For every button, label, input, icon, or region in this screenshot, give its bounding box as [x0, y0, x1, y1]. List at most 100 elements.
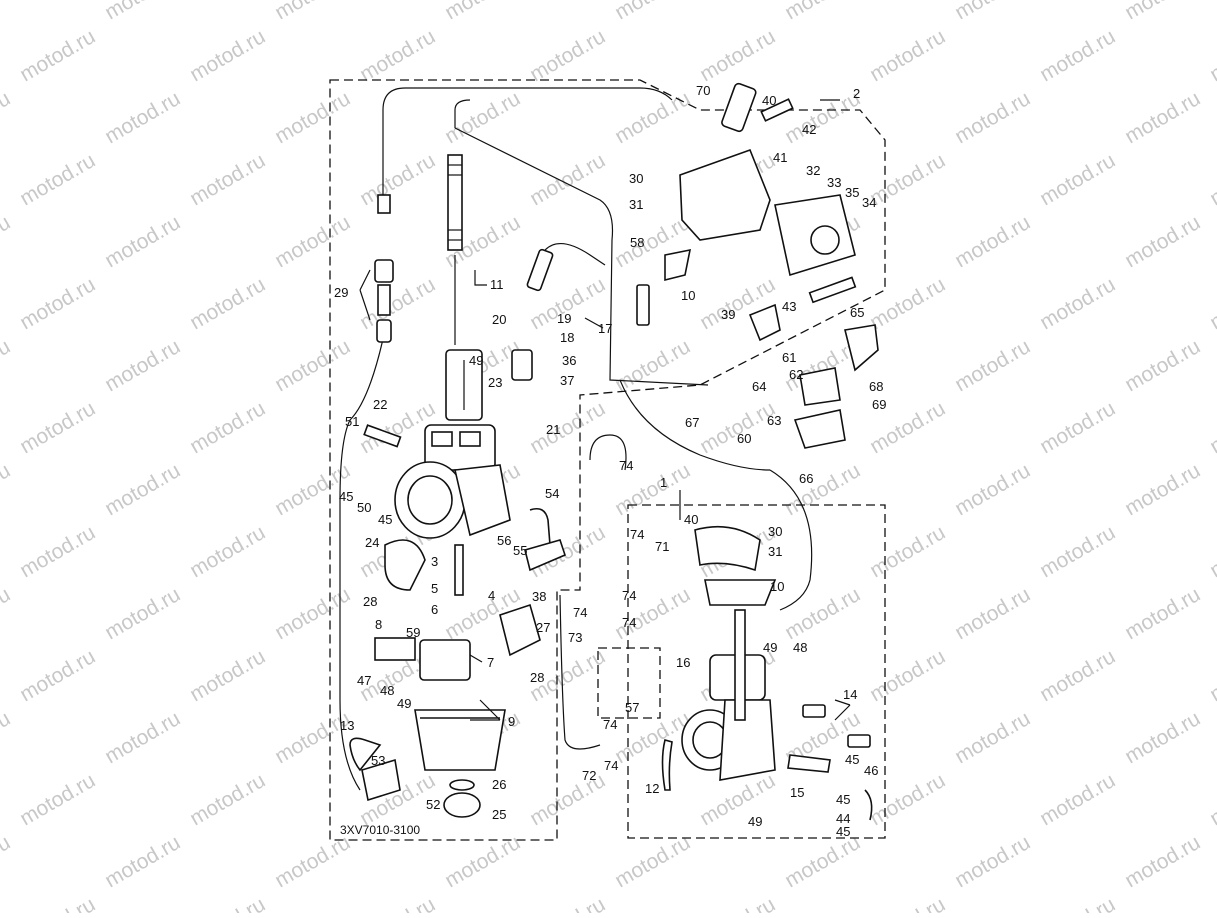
callout-13: 13: [340, 718, 354, 733]
callout-36: 36: [562, 353, 576, 368]
callout-74-c: 74: [573, 605, 587, 620]
diagram-code: 3XV7010-3100: [340, 823, 420, 837]
cable-guide-70: [721, 82, 757, 133]
diaphragm-33: [810, 225, 840, 255]
watermark-text: motod.ru: [186, 521, 269, 582]
callout-25: 25: [492, 807, 506, 822]
callout-40-right: 40: [684, 512, 698, 527]
watermark-text: motod.ru: [866, 149, 949, 210]
watermark-text: motod.ru: [951, 583, 1034, 644]
watermark-text: motod.ru: [16, 149, 99, 210]
watermark-text: motod.ru: [101, 831, 184, 892]
watermark-text: motod.ru: [781, 0, 864, 24]
callout-62: 62: [789, 367, 803, 382]
watermark-text: motod.ru: [101, 211, 184, 272]
callout-49-b: 49: [397, 696, 411, 711]
watermark-text: motod.ru: [951, 459, 1034, 520]
throttle-cable: [382, 87, 673, 200]
callout-52: 52: [426, 797, 440, 812]
callout-49-d: 49: [748, 814, 762, 829]
plug-14b: [802, 704, 826, 718]
callout-55: 55: [513, 543, 527, 558]
callout-34: 34: [862, 195, 876, 210]
callout-6: 6: [431, 602, 438, 617]
callout-30-top: 30: [629, 171, 643, 186]
adjuster-screw: [377, 284, 391, 316]
callout-38: 38: [532, 589, 546, 604]
watermark-text: motod.ru: [271, 211, 354, 272]
callout-72: 72: [582, 768, 596, 783]
callout-35: 35: [845, 185, 859, 200]
watermark-text: motod.ru: [1121, 211, 1204, 272]
hose-12: [661, 739, 673, 791]
watermark-text: motod.ru: [0, 87, 14, 148]
callout-31-top: 31: [629, 197, 643, 212]
watermark-text: motod.ru: [16, 893, 99, 913]
carb-top-port-2: [459, 431, 481, 447]
cable-sleeve: [447, 154, 463, 251]
watermark-text: motod.ru: [186, 397, 269, 458]
callout-57: 57: [625, 700, 639, 715]
watermark-text: motod.ru: [1036, 273, 1119, 334]
callout-9: 9: [508, 714, 515, 729]
callout-7: 7: [487, 655, 494, 670]
callout-45-a: 45: [339, 489, 353, 504]
hose-13: [349, 737, 382, 772]
callout-32: 32: [806, 163, 820, 178]
watermark-text: motod.ru: [526, 25, 609, 86]
callout-2: 2: [853, 86, 860, 101]
callout-16: 16: [676, 655, 690, 670]
watermark-text: motod.ru: [441, 0, 524, 24]
overflow-hose: [589, 434, 627, 471]
callout-21: 21: [546, 422, 560, 437]
drain-plug: [443, 792, 481, 818]
sensor-65: [844, 324, 879, 372]
callout-33: 33: [827, 175, 841, 190]
callout-23: 23: [488, 375, 502, 390]
watermark-text: motod.ru: [101, 459, 184, 520]
screw-38: [524, 539, 566, 572]
watermark-text: motod.ru: [356, 273, 439, 334]
watermark-text: motod.ru: [1206, 893, 1217, 913]
sensor-lead: [619, 379, 771, 471]
callout-45-b: 45: [378, 512, 392, 527]
watermark-text: motod.ru: [16, 273, 99, 334]
callout-15: 15: [790, 785, 804, 800]
callout-28-left: 28: [363, 594, 377, 609]
callout-5: 5: [431, 581, 438, 596]
callout-45-d: 45: [836, 792, 850, 807]
callout-60: 60: [737, 431, 751, 446]
watermark-text: motod.ru: [1121, 831, 1204, 892]
watermark-text: motod.ru: [356, 893, 439, 913]
hose-54: [529, 507, 551, 546]
callout-69: 69: [872, 397, 886, 412]
watermark-text: motod.ru: [866, 769, 949, 830]
callout-42: 42: [802, 122, 816, 137]
watermark-text: motod.ru: [0, 583, 14, 644]
watermark-text: motod.ru: [16, 397, 99, 458]
watermark-text: motod.ru: [356, 25, 439, 86]
callout-74-e: 74: [622, 615, 636, 630]
callout-26: 26: [492, 777, 506, 792]
callout-12: 12: [645, 781, 659, 796]
callout-8: 8: [375, 617, 382, 632]
callout-19: 19: [557, 311, 571, 326]
watermark-text: motod.ru: [16, 521, 99, 582]
watermark-text: motod.ru: [951, 0, 1034, 24]
carburetor-body-left: [349, 154, 606, 818]
watermark-text: motod.ru: [1206, 25, 1217, 86]
callout-18: 18: [560, 330, 574, 345]
callout-45-c: 45: [845, 752, 859, 767]
plug-14: [847, 734, 871, 748]
watermark-text: motod.ru: [186, 769, 269, 830]
watermark-text: motod.ru: [696, 769, 779, 830]
hose-51: [363, 424, 402, 448]
watermark-text: motod.ru: [611, 831, 694, 892]
callout-56: 56: [497, 533, 511, 548]
watermark-text: motod.ru: [271, 335, 354, 396]
bowl-o-ring: [449, 779, 475, 791]
callout-labels: 1 2 3 4 5 6 7 8 9 10 10 11 12 13 14 15 1…: [334, 83, 886, 839]
callout-3: 3: [431, 554, 438, 569]
watermark-text: motod.ru: [951, 831, 1034, 892]
